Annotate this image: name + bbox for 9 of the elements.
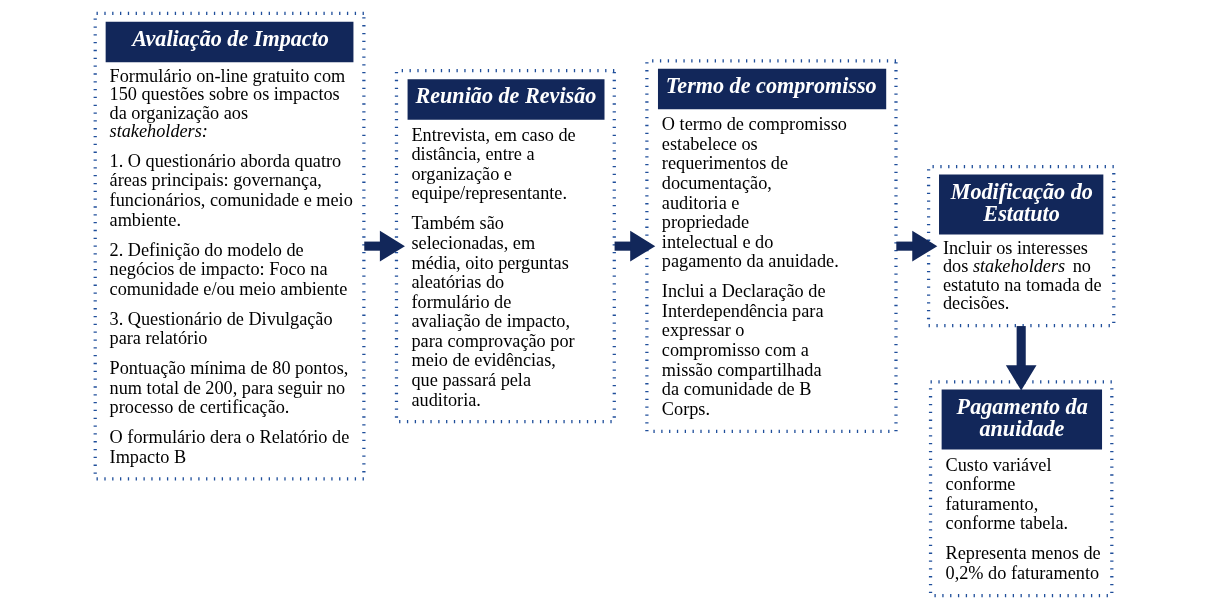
arrow bbox=[614, 230, 655, 262]
node-box: Reunião de Revisão Entrevista, em caso de distância, entre a organização e equipe/representante. Também são selecionadas, em média, oito perguntas aleatórias do formulário de avaliação de impacto, para comprovação por meio de evidências, que passará pela auditoria. bbox=[394, 69, 616, 424]
arrow bbox=[363, 230, 405, 262]
node-box: Pagamento da anuidade Custo variável conforme faturamento, conforme tabela. Representa menos de 0,2% do faturamento bbox=[928, 380, 1113, 598]
node-box: Termo de compromisso O termo de compromisso estabelece os requerimentos de documentação, auditoria e propriedade intelectual e do pagamento da anuidade. Inclui a Declaração de Interdependência para expressar o compromisso com a missão compartilhada da comunidade de B Corps. bbox=[644, 59, 898, 433]
arrow bbox=[1005, 326, 1036, 391]
node-box: Avaliação de Impacto Formulário on-line gratuito com 150 questões sobre os impactos da organização aos stakeholders: 1. O questionário aborda quatro áreas principais: governança, funcionários, comunidade e meio ambiente. 2. Definição do modelo de negócios de impacto: Foco na comunidade e/ou meio ambiente 3. Questionário de Divulgação para relatório Pontuação mínima de 80 pontos, num total de 200, para seguir no processo de certificação. O formulário dera o Relatório de Impacto B bbox=[93, 11, 365, 481]
arrow bbox=[895, 230, 937, 262]
node-box: Modificação do Estatuto Incluir os interesses dos stakeholders no estatuto na tomada de decisões. bbox=[926, 164, 1115, 328]
